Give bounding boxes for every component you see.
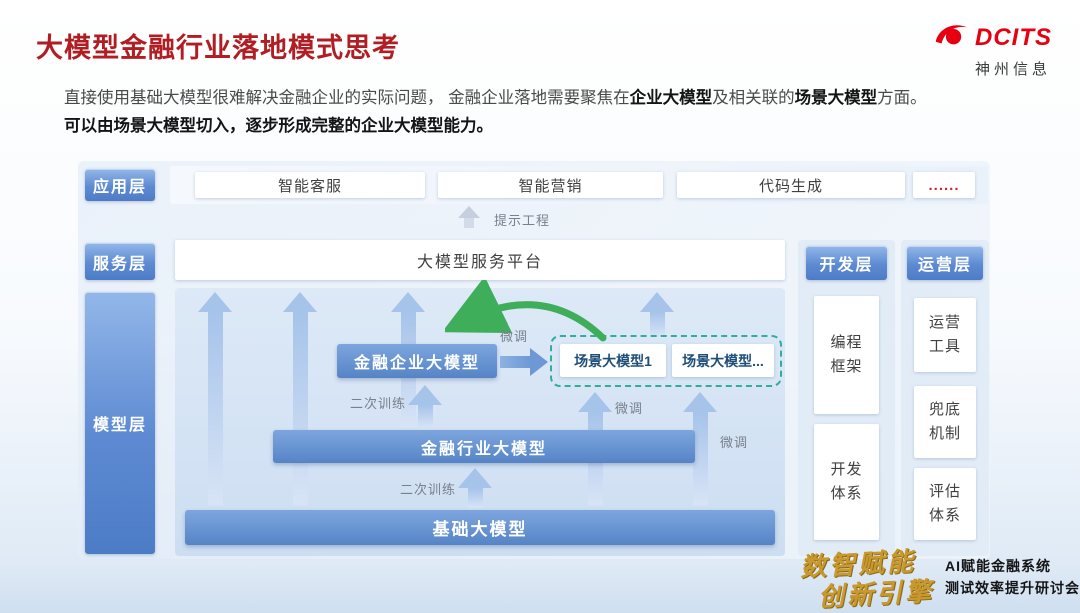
prompt-engineering-label: 提示工程 <box>494 213 551 228</box>
up-arrow <box>283 292 317 505</box>
industry-model-bar: 金融行业大模型 <box>273 430 695 463</box>
app-item-marketing: 智能营销 <box>438 172 663 198</box>
ops-item-operation-tools: 运营工具 <box>914 298 976 372</box>
page-title: 大模型金融行业落地模式思考 <box>36 33 400 63</box>
prompt-up-arrow-icon <box>458 206 480 228</box>
retrain-label-upper: 二次训练 <box>350 396 407 411</box>
intro-line2: 可以由场景大模型切入，逐步形成完整的企业大模型能力。 <box>64 117 493 136</box>
finetune-label-mid: 微调 <box>615 401 644 416</box>
intro-l1d-bold: 场景大模型 <box>794 89 878 107</box>
scenario-model-more-box: 场景大模型... <box>672 344 774 377</box>
logo-company-text: 神州信息 <box>975 61 1052 78</box>
ops-layer-label: 运营层 <box>907 246 983 280</box>
service-layer-label: 服务层 <box>85 243 155 280</box>
retrain-label-lower: 二次训练 <box>400 482 457 497</box>
base-model-bar: 基础大模型 <box>185 510 775 545</box>
right-arrow-head-icon <box>530 348 548 376</box>
event-title-line2: 测试效率提升研讨会 <box>945 580 1080 596</box>
app-item-customer-service: 智能客服 <box>195 172 425 198</box>
scenario-model-1-box: 场景大模型1 <box>560 344 666 377</box>
finetune-label-right: 微调 <box>720 435 749 450</box>
green-finetune-curve-arrow-icon <box>445 280 607 342</box>
dev-item-development-system: 开发体系 <box>814 424 879 540</box>
up-arrow <box>198 292 232 505</box>
logo-brand-text: DCITS <box>975 23 1052 51</box>
service-platform-box: 大模型服务平台 <box>175 240 785 280</box>
up-arrow-retrain-industry-to-enterprise <box>408 385 442 428</box>
app-layer-label: 应用层 <box>85 169 155 201</box>
event-title-line1: AI赋能金融系统 <box>945 558 1051 574</box>
intro-l1a: 直接使用基础大模型很难解决金融企业的实际问题， 金融企业落地需要聚焦在 <box>64 89 630 107</box>
intro-paragraph: 直接使用基础大模型很难解决金融企业的实际问题， 金融企业落地需要聚焦在企业大模型… <box>64 84 1029 140</box>
intro-l1c: 及相关联的 <box>712 89 795 107</box>
finetune-label-green: 微调 <box>500 329 529 344</box>
slogan-line2: 创新引擎 <box>817 575 935 613</box>
enterprise-model-box: 金融企业大模型 <box>337 344 497 378</box>
app-item-code-generation: 代码生成 <box>677 172 905 198</box>
up-arrow-retrain-base-to-industry <box>458 468 492 508</box>
ops-item-evaluation-system: 评估体系 <box>914 468 976 540</box>
dev-layer-label: 开发层 <box>806 246 887 280</box>
scenario-models-dashed-container <box>550 335 782 387</box>
company-logo: DCITS 神州信息 <box>931 18 1052 79</box>
up-arrow <box>640 292 674 337</box>
dev-item-programming-framework: 编程框架 <box>814 296 879 414</box>
right-arrow-icon <box>500 356 532 368</box>
intro-l1b-bold: 企业大模型 <box>629 89 713 107</box>
app-item-more: ...... <box>913 172 975 198</box>
ops-item-fallback-mechanism: 兜底机制 <box>914 386 976 458</box>
intro-l1e: 方面。 <box>877 89 927 107</box>
model-layer-label: 模型层 <box>85 292 155 554</box>
up-arrow-finetune-right <box>683 392 717 505</box>
dcits-swoosh-icon <box>931 18 971 57</box>
